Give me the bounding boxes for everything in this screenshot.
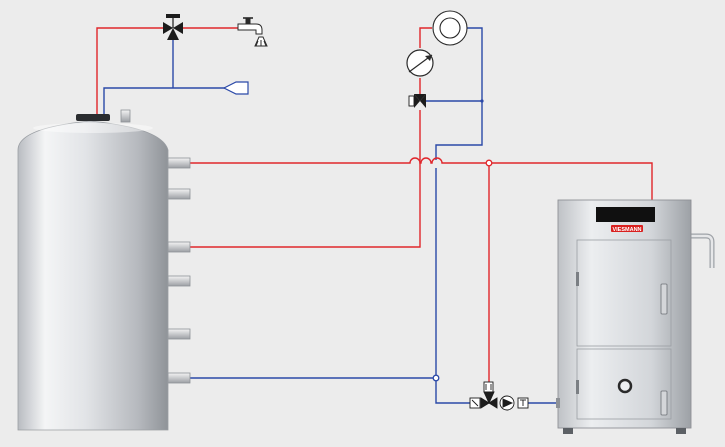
boiler-hinge-left-2 [576,380,579,394]
boiler-display [596,207,655,222]
boiler-foot-1 [563,428,573,434]
tank-top-supply-pipe [190,157,653,200]
boiler-hinge-left-1 [576,272,579,286]
boiler-brand-plate [611,225,643,232]
supply-pipes [96,27,653,384]
tank-mid-supply-pipe [190,110,421,248]
thermostatic-mixing-valve-icon [163,14,183,40]
tank-top-highlight [33,123,153,133]
dhw-hot-pipe [96,27,163,116]
boiler-handle-lower [660,390,668,416]
boiler-handle-upper [660,283,668,315]
tank-connection-stubs [167,157,191,384]
tank-stub-4 [167,275,191,287]
tank-stub-6 [167,372,191,384]
water-tap-icon [237,17,268,47]
boiler: VIESMANN [556,199,715,434]
tank-stub-3 [167,241,191,253]
return-valve-icon [480,391,498,409]
tank-top-cover [76,114,110,121]
boiler-pump-icon [499,395,515,411]
tank-stub-1 [167,157,191,169]
bypass-junction [480,99,484,103]
boiler-inspection-port [617,378,633,394]
storage-tank [17,109,191,431]
circulation-pump-icon [406,49,434,77]
supply-junction [485,159,493,167]
boiler-loop-fittings [469,381,529,411]
boiler-brand-label: VIESMANN [612,227,641,233]
boiler-upper-door [576,239,672,347]
tank-body [17,120,169,431]
tank-stub-5 [167,328,191,340]
boiler-connection-stub [556,398,560,408]
cold-water-inlet-arrow-icon [222,81,249,95]
tank-top-fitting [120,109,131,123]
radiator-icon [432,10,468,46]
boiler-return-pipe [435,378,470,404]
cold-inlet-pipe [103,87,228,116]
heating-supply-pipe-2 [419,27,432,48]
boiler-foot-2 [676,428,686,434]
tank-stub-2 [167,188,191,200]
heating-return-pipe [435,27,483,160]
sensor-box-top [483,381,494,393]
return-pipes [103,27,558,404]
three-way-valve-icon [408,94,426,108]
return-junction [432,374,440,382]
boiler-flue-pipe [690,233,715,268]
pipe-junctions [432,99,493,382]
